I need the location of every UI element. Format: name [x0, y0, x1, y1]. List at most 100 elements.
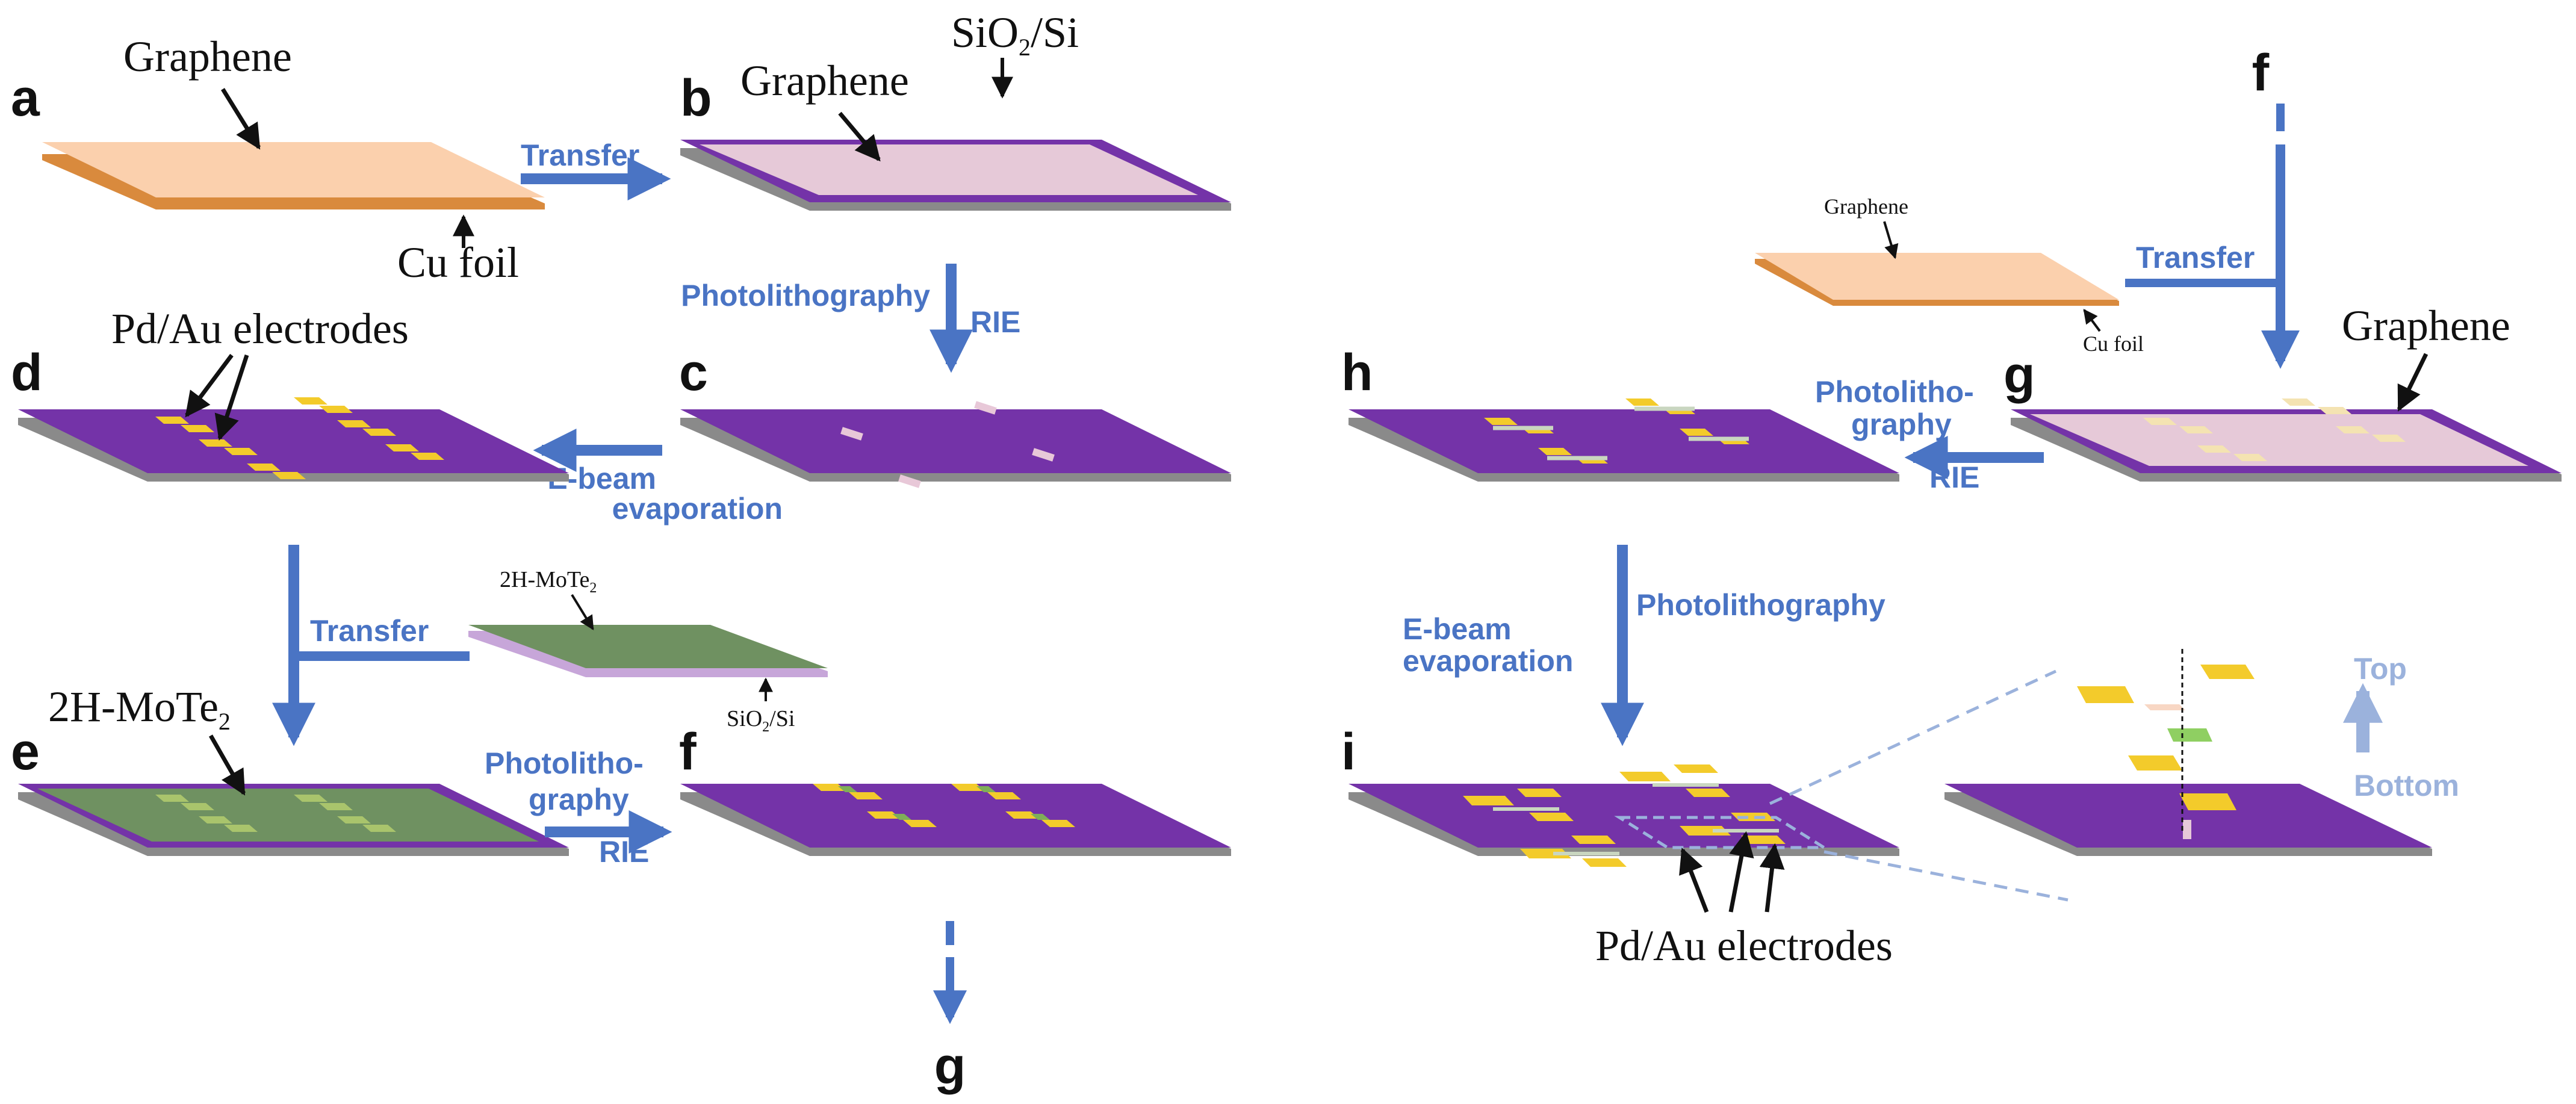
electrode-pad — [1625, 398, 1659, 406]
mote2-channel — [892, 814, 911, 820]
electrode-pad — [1571, 836, 1616, 844]
electrode-pad — [903, 820, 937, 827]
panel-letter-h: h — [1341, 344, 1373, 402]
electrode-pairs-d — [155, 397, 444, 479]
substrate-top-i — [1349, 784, 1899, 848]
step-c-to-d: E-beam evaporation — [533, 429, 783, 526]
step-a-to-b: Transfer — [521, 138, 671, 200]
panel-f-right: f Transfer Graphene Cu foil — [1755, 44, 2300, 369]
top-label: Top — [2354, 652, 2407, 686]
panel-c: c — [679, 344, 1231, 488]
electrode-pad — [849, 792, 883, 799]
step-label-photolithography-2: Photolithography — [1636, 588, 1885, 622]
step-label-rie-1: RIE — [970, 305, 1020, 339]
step-label-photolitho-2: Photolitho- — [1815, 375, 1974, 409]
electrode-pad — [2128, 755, 2182, 771]
electrode-pad — [294, 795, 327, 802]
graphene-on-sio2-b — [700, 144, 1198, 195]
inset-graphene-label: Graphene — [1824, 194, 1908, 219]
inset-cu-label: Cu foil — [2083, 332, 2144, 356]
electrode-pad — [411, 453, 444, 460]
step-label-transfer-1: Transfer — [521, 138, 639, 172]
electrode-pad — [362, 429, 396, 436]
electrode-pad — [987, 792, 1021, 799]
step-label-transfer-2: Transfer — [310, 614, 429, 648]
step-label-graphy-2: graphy — [1851, 408, 1952, 441]
electrode-pad — [319, 803, 353, 810]
graphene-channels-c — [840, 401, 1055, 488]
electrode-pad — [1680, 826, 1731, 836]
panel-letter-g: g — [2003, 346, 2035, 404]
electrode-pad — [337, 816, 371, 823]
electrode-pad — [337, 420, 371, 427]
step-g-to-h: Photolitho- graphy RIE — [1815, 375, 2044, 494]
electrode-pad — [1529, 813, 1574, 821]
inset-mote2-label: 2H-MoTe2 — [500, 567, 597, 596]
step-label-ebeam-2: E-beam — [1403, 612, 1512, 646]
pointer-electrode-i-2 — [1728, 831, 1754, 913]
graphene-channel — [840, 427, 863, 441]
electrode-pad — [2372, 435, 2406, 442]
electrode-pad — [247, 464, 281, 471]
electrode-pad — [1619, 772, 1671, 781]
electrode-pairs-f — [813, 784, 1075, 827]
graphene-strips-h — [1493, 406, 1749, 461]
panel-letter-i: i — [1341, 723, 1356, 781]
pointer-inset-mote2 — [571, 594, 594, 631]
electrode-pad — [1680, 429, 1713, 436]
pointer-graphene-g — [2397, 353, 2429, 412]
step-b-to-c: Photolithography RIE — [681, 264, 1020, 373]
electrode-pad — [1517, 789, 1562, 797]
electrode-pad — [1463, 796, 1514, 805]
electrode-pad — [155, 417, 189, 424]
electrode-pad — [224, 448, 258, 455]
graphene-channel — [1032, 448, 1055, 462]
electrode-pad — [199, 439, 232, 447]
electrode-pad — [1041, 820, 1075, 827]
electrode-pad — [2233, 454, 2267, 461]
electrode-pad — [2200, 665, 2255, 679]
electrode-pad — [2143, 418, 2177, 425]
electrode-pad — [294, 397, 327, 405]
inset-graphene-cu: Graphene Cu foil — [1755, 194, 2144, 356]
panel-letter-b: b — [680, 69, 712, 127]
step-label-evaporation-2: evaporation — [1403, 644, 1573, 678]
panel-g: g Graphene — [2003, 302, 2562, 482]
panel-letter-c: c — [679, 344, 708, 402]
pointer-electrode-d-1 — [185, 353, 234, 418]
electrode-pad — [362, 825, 396, 832]
pointer-mote2-e — [208, 734, 246, 796]
panel-i: i Pd/Au electrodes — [1341, 669, 2069, 970]
inset-mote2-substrate: 2H-MoTe2 SiO2/Si — [468, 567, 828, 735]
step-label-photolitho-1: Photolitho- — [485, 746, 644, 780]
graphene-label-b: Graphene — [740, 57, 909, 105]
panel-letter-d: d — [11, 344, 43, 402]
mote2-film-e — [37, 789, 539, 842]
step-label-photolithography-1: Photolithography — [681, 279, 930, 312]
electrode-pad — [2179, 426, 2213, 433]
panel-e: e 2H-MoTe2 — [11, 683, 569, 856]
step-label-rie-3: RIE — [1929, 461, 1979, 494]
bottom-label: Bottom — [2354, 769, 2459, 802]
mote2-label-e: 2H-MoTe2 — [48, 683, 231, 735]
zoom-line-top — [1769, 669, 2057, 805]
electrode-pad — [1674, 764, 1718, 773]
substrate-top-d — [18, 409, 569, 473]
panel-letter-a: a — [11, 69, 40, 127]
mote2-channel — [1031, 814, 1050, 820]
electrode-pad — [181, 425, 214, 432]
electrode-crosses-i — [1463, 764, 1786, 867]
graphene-label-a: Graphene — [123, 33, 292, 81]
electrode-pad — [2179, 793, 2236, 810]
graphene-channel — [974, 401, 997, 415]
panel-f: f g — [679, 723, 1231, 1095]
graphene-strips-i — [1493, 783, 1779, 855]
electrode-pairs-under-mote2-e — [155, 795, 396, 832]
pointer-inset-cu — [2083, 309, 2101, 332]
mote2-channel — [838, 786, 857, 792]
pointer-electrode-d-2 — [214, 354, 249, 441]
electrode-pad — [2077, 686, 2134, 703]
substrate-top-f — [680, 784, 1231, 848]
mote2-channels-f — [838, 786, 1050, 820]
electrode-pad — [199, 816, 232, 823]
